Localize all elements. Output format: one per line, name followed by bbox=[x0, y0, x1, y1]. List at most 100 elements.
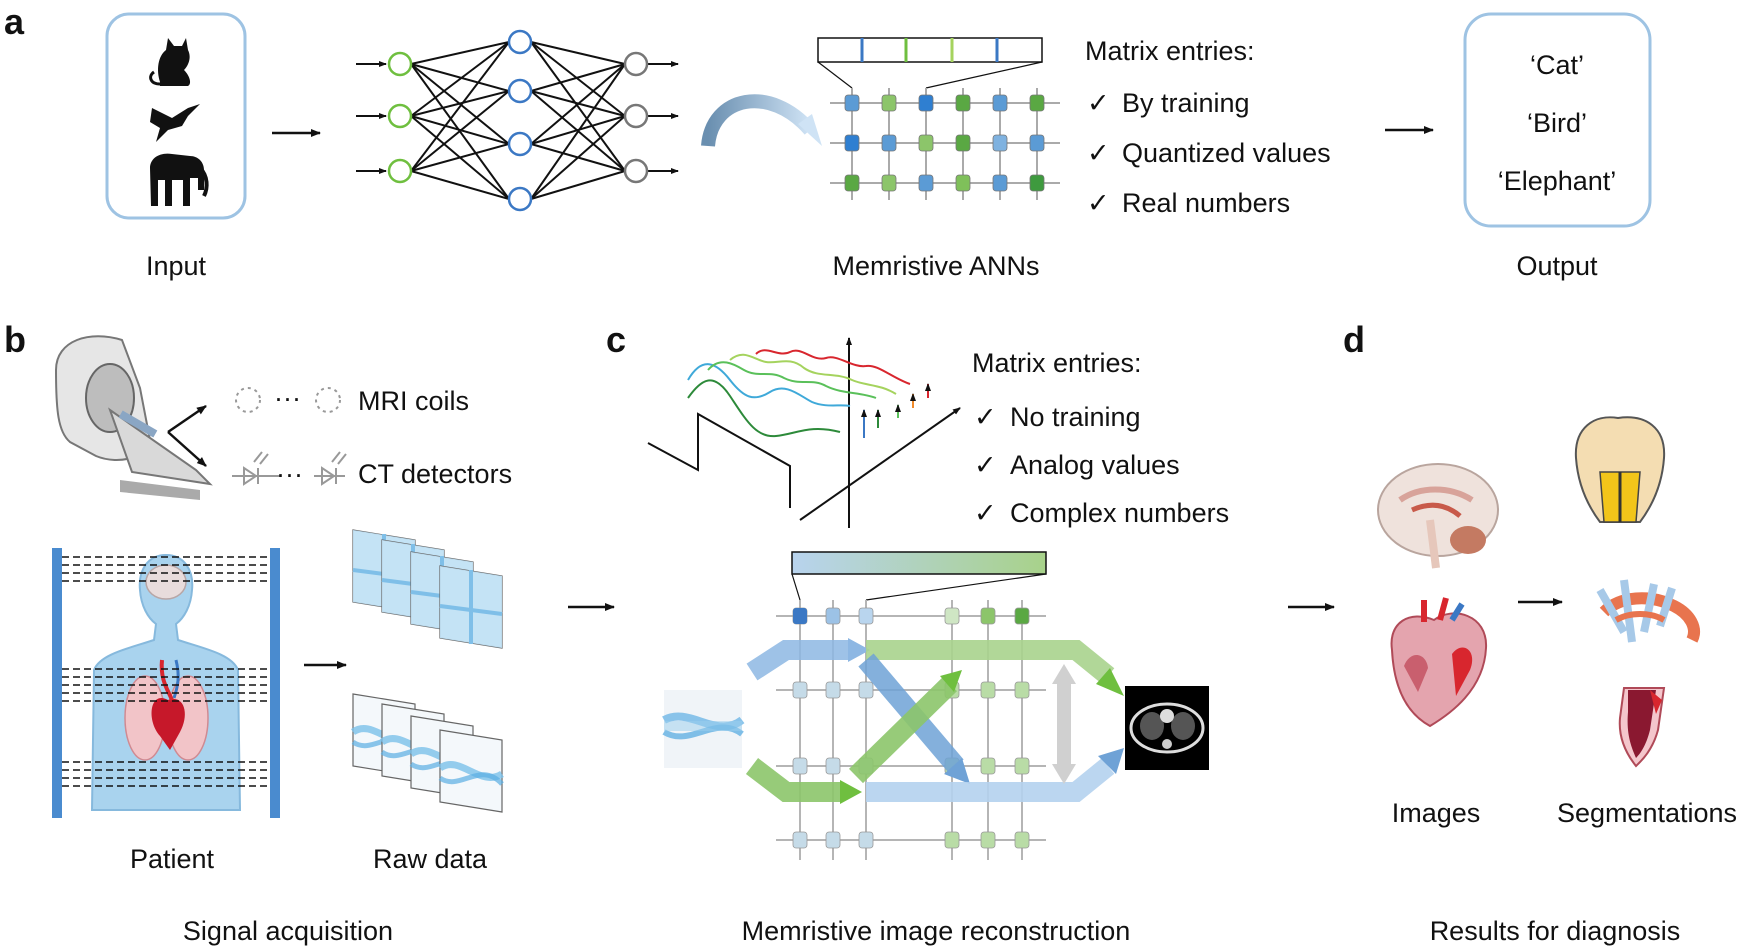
memristor-cell bbox=[918, 94, 934, 112]
detector-icon bbox=[232, 451, 347, 486]
memristor-cell bbox=[992, 94, 1008, 112]
nn-edge bbox=[410, 170, 510, 200]
elephant-icon bbox=[150, 153, 209, 206]
output-elephant: ‘Elephant’ bbox=[1498, 166, 1617, 196]
nn-edge bbox=[530, 170, 626, 200]
nn-output-node bbox=[623, 51, 649, 77]
memristor-cell bbox=[980, 831, 996, 849]
memristor-cell bbox=[1029, 94, 1045, 112]
memristor-cell bbox=[1029, 174, 1045, 192]
fourier-plot bbox=[647, 337, 961, 528]
matrix-entries-title-a: Matrix entries: bbox=[1085, 36, 1255, 66]
nn-edge bbox=[530, 63, 626, 200]
memristive-anns-label: Memristive ANNs bbox=[832, 251, 1039, 281]
memristor-cell bbox=[825, 681, 841, 699]
panel-letter-d: d bbox=[1343, 319, 1365, 360]
bar-connector-right bbox=[865, 573, 1047, 601]
images-label: Images bbox=[1392, 798, 1481, 828]
input-label: Input bbox=[146, 251, 207, 281]
bar-connector-left bbox=[791, 573, 801, 601]
curved-arrow-head bbox=[798, 114, 822, 146]
nn-input-node bbox=[387, 103, 413, 129]
ct-reconstruction-image bbox=[1125, 686, 1209, 770]
nn-edge bbox=[530, 63, 626, 92]
entry-c-1: No training bbox=[1010, 402, 1141, 432]
memristor-cell bbox=[825, 607, 841, 625]
memristor-cell bbox=[1029, 134, 1045, 152]
entry-c-2: Analog values bbox=[1010, 450, 1180, 480]
memristor-cell bbox=[825, 831, 841, 849]
nn-edge bbox=[530, 115, 626, 200]
brain-image bbox=[1377, 463, 1499, 569]
entry-a-3: Real numbers bbox=[1122, 188, 1290, 218]
nn-edge bbox=[410, 90, 510, 117]
memristor-cell bbox=[858, 607, 874, 625]
memristor-cell bbox=[881, 134, 897, 152]
memristor-cell bbox=[793, 608, 807, 624]
check-a-2: ✓ bbox=[1087, 138, 1110, 168]
bird-icon bbox=[150, 104, 200, 142]
ct-detectors-label: CT detectors bbox=[358, 459, 512, 489]
heart-segmentation bbox=[1618, 687, 1666, 768]
nn-output-node bbox=[623, 158, 649, 184]
nn-edge bbox=[410, 63, 510, 92]
memristor-cell bbox=[918, 174, 934, 192]
to-ct-detectors-arrow bbox=[167, 431, 207, 467]
nn-hidden-node bbox=[507, 186, 533, 212]
output-label: Output bbox=[1516, 251, 1598, 281]
mri-scanner-icon bbox=[54, 335, 213, 500]
heart-image bbox=[1390, 597, 1488, 728]
nn-edge bbox=[530, 63, 626, 145]
nn-input-node bbox=[387, 51, 413, 77]
detectors-ellipsis: ··· bbox=[276, 459, 303, 489]
memristor-cell bbox=[955, 94, 971, 112]
patient-label: Patient bbox=[130, 844, 215, 874]
coil-icon bbox=[235, 387, 341, 413]
nn-hidden-node bbox=[507, 29, 533, 55]
memristor-cell bbox=[992, 134, 1008, 152]
output-box bbox=[1463, 12, 1652, 228]
memristor-cell bbox=[944, 831, 960, 849]
sinogram-input-image bbox=[662, 690, 745, 768]
bar-connector bbox=[817, 61, 853, 89]
patient-illustration bbox=[52, 548, 280, 818]
panel-c: c Matrix entries: ✓ No training ✓ Analog… bbox=[606, 319, 1229, 946]
vessel-segmentation bbox=[1596, 579, 1700, 643]
memristor-cell bbox=[792, 757, 808, 775]
raw-sinogram-sheet bbox=[437, 729, 504, 813]
check-c-1: ✓ bbox=[974, 402, 997, 432]
memristor-cell bbox=[858, 831, 874, 849]
signal-flow-arrows bbox=[745, 638, 1124, 804]
memristor-cell bbox=[1014, 831, 1030, 849]
skull-segmentation bbox=[1574, 416, 1666, 523]
nn-edge bbox=[530, 41, 626, 172]
nn-output-node bbox=[623, 103, 649, 129]
memristor-cell bbox=[918, 134, 934, 152]
weight-vector-bar bbox=[817, 37, 1043, 63]
curved-transfer-arrow bbox=[701, 94, 816, 147]
nn-hidden-node bbox=[507, 78, 533, 104]
signal-acquisition-caption: Signal acquisition bbox=[183, 916, 393, 946]
memristor-cell bbox=[792, 681, 808, 699]
memristor-cell bbox=[844, 134, 860, 152]
check-c-2: ✓ bbox=[974, 450, 997, 480]
panel-d: d Images bbox=[1343, 319, 1737, 946]
check-a-1: ✓ bbox=[1087, 88, 1110, 118]
results-for-diagnosis-caption: Results for diagnosis bbox=[1430, 916, 1681, 946]
memristor-cell bbox=[980, 607, 996, 625]
input-vector-bar bbox=[791, 551, 1047, 575]
matrix-entries-title-c: Matrix entries: bbox=[972, 348, 1142, 378]
raw-data-stacks bbox=[350, 529, 504, 813]
nn-edge bbox=[410, 41, 510, 65]
memristor-crossbar-a bbox=[817, 37, 1060, 200]
memristor-cell bbox=[955, 134, 971, 152]
memristor-cell bbox=[992, 174, 1008, 192]
memristor-cell bbox=[1014, 607, 1030, 625]
memristor-cell bbox=[980, 681, 996, 699]
memristor-cell bbox=[1014, 681, 1030, 699]
memristor-cell bbox=[881, 174, 897, 192]
panel-b: b ··· MRI coils ··· bbox=[4, 319, 512, 946]
entry-c-3: Complex numbers bbox=[1010, 498, 1229, 528]
memristor-cell bbox=[944, 607, 960, 625]
